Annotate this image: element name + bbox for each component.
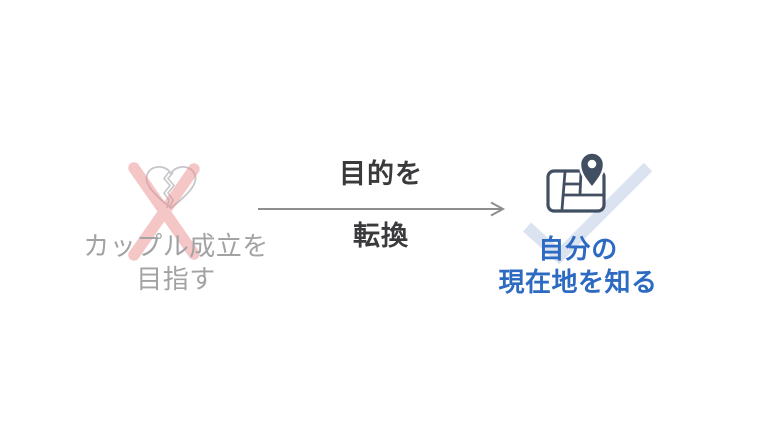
- map-location-pin-icon: [546, 151, 606, 213]
- transition-label-top: 目的を: [339, 159, 423, 189]
- cross-out-icon: [128, 162, 200, 261]
- checkmark-icon: [522, 162, 653, 265]
- right-arrow-icon: [258, 201, 506, 217]
- transition-label-bottom: 転換: [353, 221, 409, 251]
- before-label: カップル成立を 目指す: [83, 231, 269, 294]
- after-label: 自分の 現在地を知る: [498, 234, 658, 297]
